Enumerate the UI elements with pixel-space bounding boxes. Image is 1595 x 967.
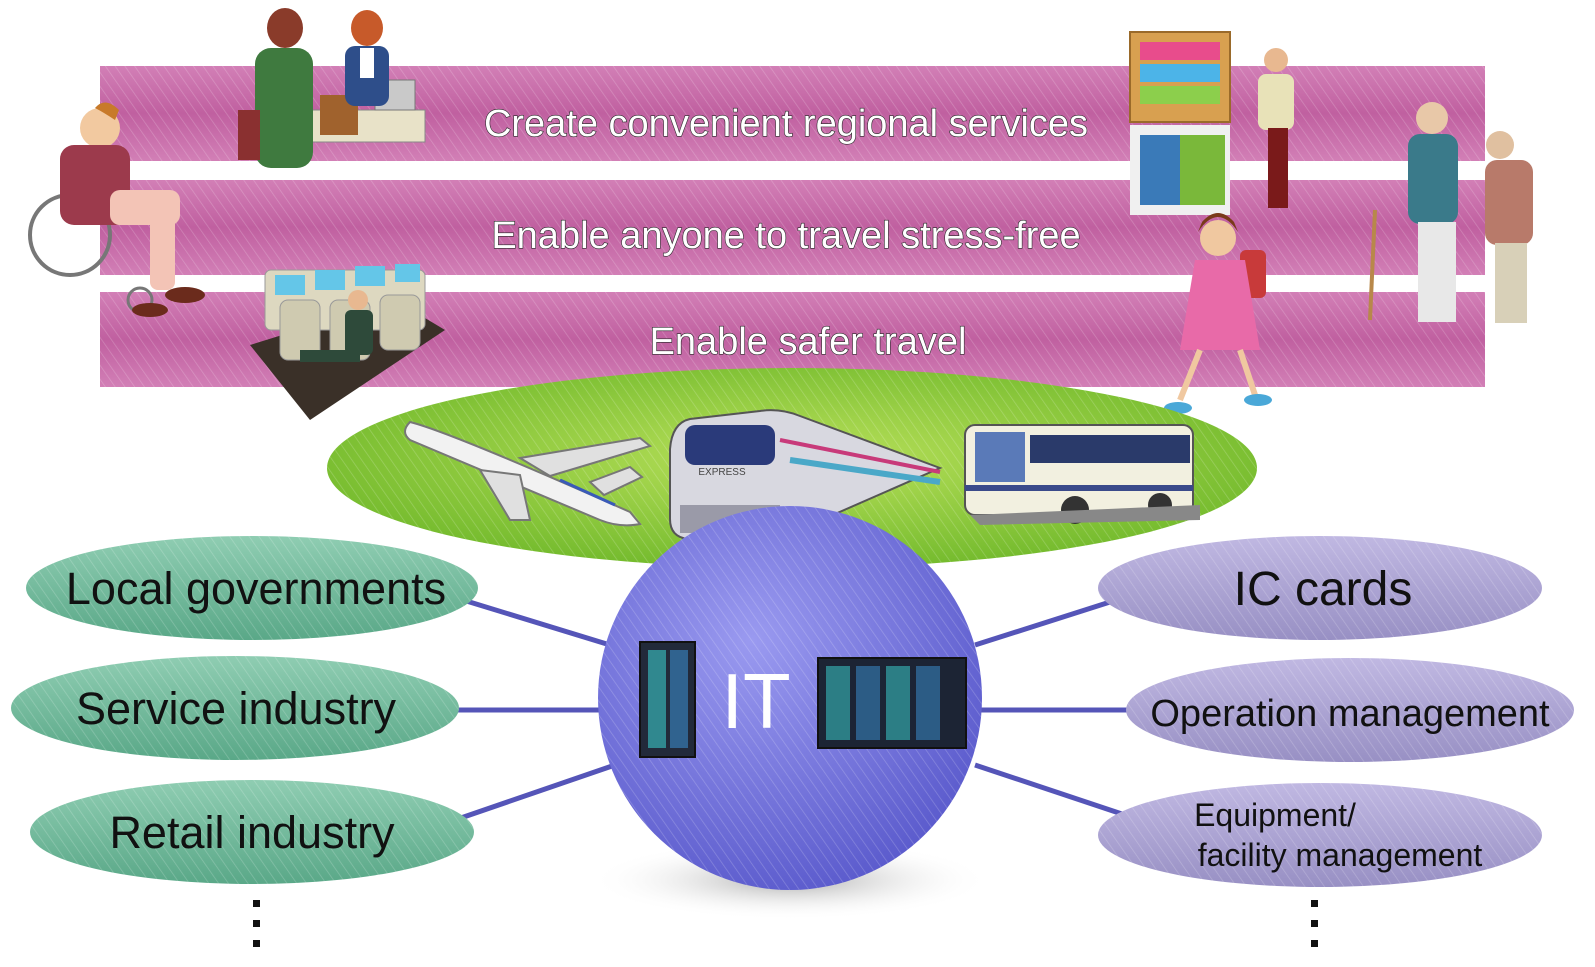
continuation-dots-right xyxy=(1311,900,1318,947)
schoolgirl-illustration xyxy=(1164,213,1272,414)
connector-lines xyxy=(449,593,1130,823)
airplane-icon xyxy=(404,420,653,527)
equipment-label-line1: Equipment/ xyxy=(1194,797,1356,833)
band-1-label: Create convenient regional services xyxy=(484,103,1088,145)
retail-industry-label: Retail industry xyxy=(109,807,395,858)
operation-management-label: Operation management xyxy=(1150,693,1550,735)
svg-text:EXPRESS: EXPRESS xyxy=(698,467,746,478)
shop-counter-illustration xyxy=(238,8,426,168)
clothing-store-illustration xyxy=(1129,31,1294,215)
right-systems: IC cards Operation management Equipment/… xyxy=(1098,536,1574,887)
elderly-couple-illustration xyxy=(1368,102,1533,323)
aircraft-cabin-illustration xyxy=(250,264,445,420)
bus-icon xyxy=(964,424,1200,525)
equipment-label-line2: facility management xyxy=(1198,837,1483,873)
ic-cards-label: IC cards xyxy=(1234,563,1413,616)
band-3-label: Enable safer travel xyxy=(650,321,967,363)
server-bank-icon xyxy=(817,657,967,749)
band-2-label: Enable anyone to travel stress-free xyxy=(491,215,1080,257)
server-rack-icon xyxy=(639,641,696,758)
it-hub-label: IT xyxy=(721,657,790,745)
left-stakeholders: Local governments Service industry Retai… xyxy=(11,536,478,884)
local-governments-label: Local governments xyxy=(66,563,446,614)
continuation-dots-left xyxy=(253,900,260,947)
wheelchair-user-illustration xyxy=(28,102,205,317)
service-industry-label: Service industry xyxy=(76,683,397,734)
